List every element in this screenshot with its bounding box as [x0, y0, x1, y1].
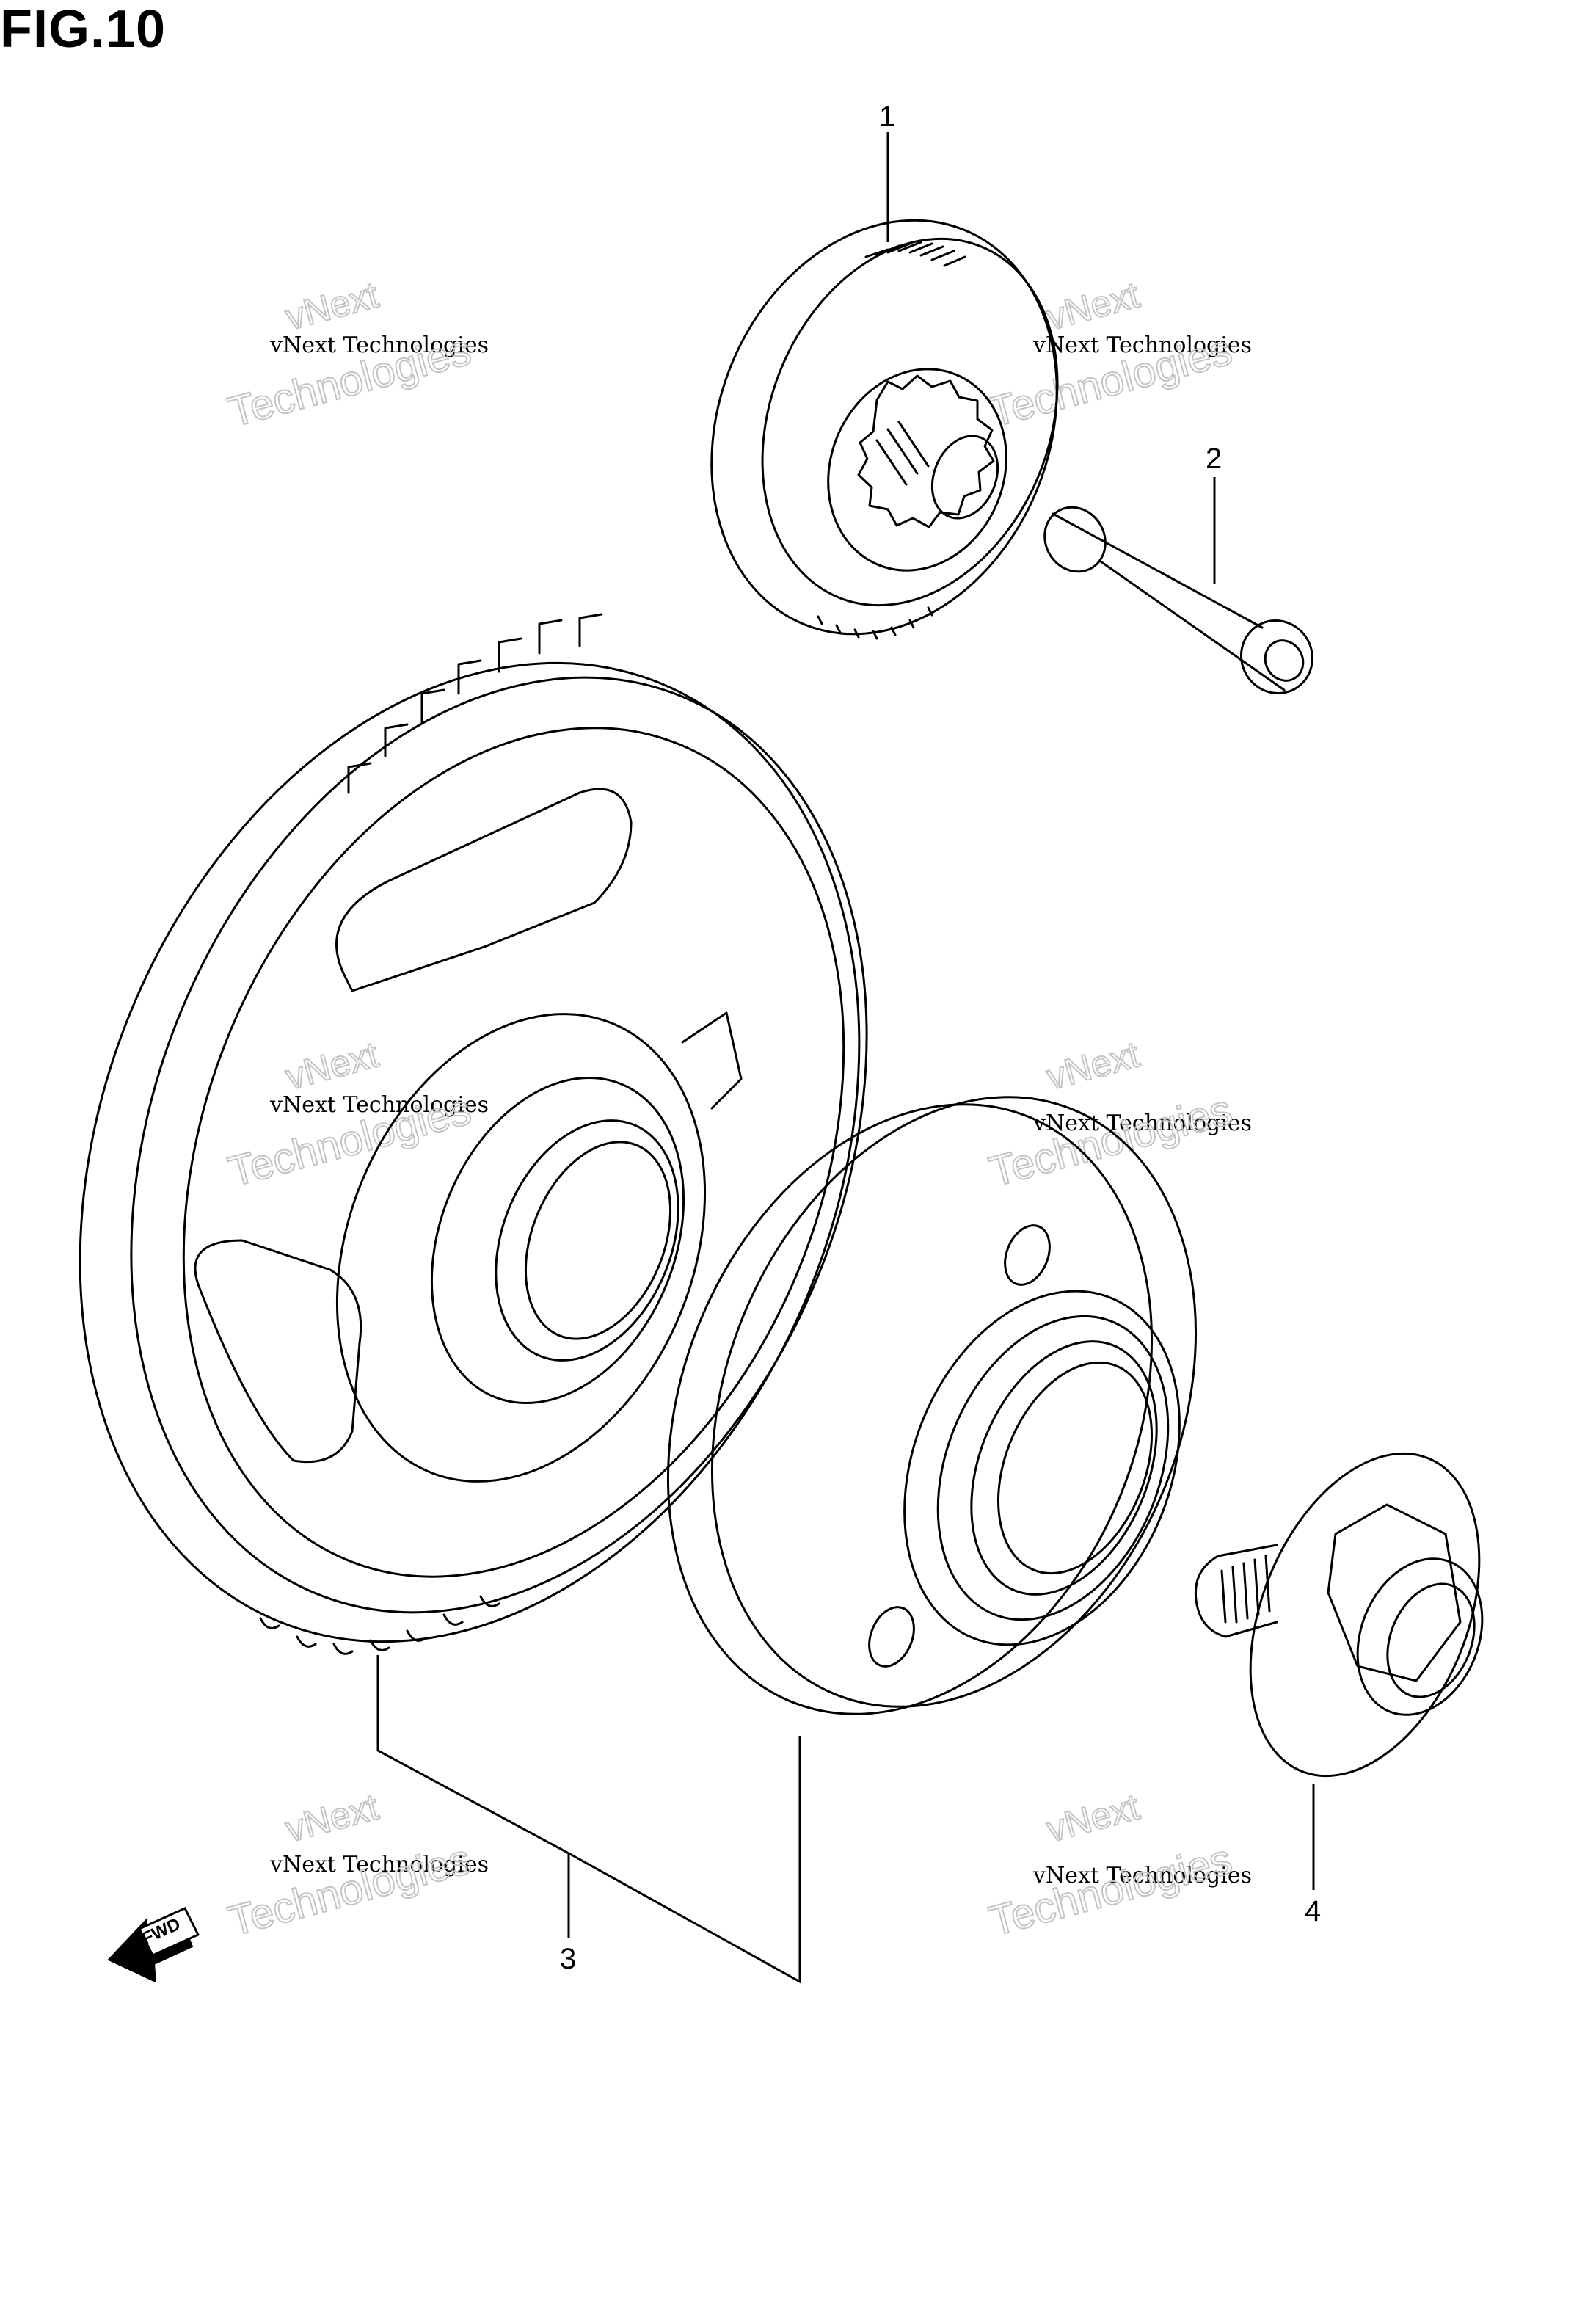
svg-text:vNext Technologies: vNext Technologies [269, 332, 489, 358]
callout-2: 2 [1206, 443, 1222, 475]
part-3-clutch-housing[interactable] [580, 1024, 1283, 1787]
svg-text:vNext: vNext [1042, 1786, 1143, 1850]
svg-text:vNext: vNext [1042, 1033, 1143, 1097]
part-1-idle-gear[interactable] [652, 168, 1118, 686]
callout-1: 1 [879, 101, 895, 133]
part-2-shaft[interactable] [1033, 496, 1326, 706]
part-4-bolt[interactable] [1194, 1419, 1523, 1809]
callout-4: 4 [1305, 1895, 1321, 1927]
watermark-top-left: vNext vNext Technologies Technologies [223, 273, 489, 437]
part-3-driven-gear[interactable] [0, 545, 1000, 1759]
svg-text:vNext: vNext [281, 274, 382, 338]
svg-text:Technologies: Technologies [985, 1835, 1237, 1945]
svg-text:vNext Technologies: vNext Technologies [269, 1092, 489, 1118]
svg-text:vNext Technologies: vNext Technologies [1032, 332, 1252, 358]
watermark-bottom-left: vNext vNext Technologies Technologies [223, 1785, 489, 1946]
svg-text:vNext Technologies: vNext Technologies [1032, 1863, 1252, 1889]
figure-title: FIG.10 [0, 0, 167, 59]
svg-text:Technologies: Technologies [985, 1086, 1237, 1196]
watermark-bottom-right: vNext vNext Technologies Technologies [984, 1785, 1252, 1946]
svg-text:vNext: vNext [281, 1033, 382, 1097]
leader-lines [376, 132, 1315, 1984]
fwd-arrow-icon: FWD [107, 1907, 200, 1983]
svg-text:vNext Technologies: vNext Technologies [1032, 1110, 1252, 1136]
svg-text:vNext: vNext [281, 1786, 382, 1850]
svg-text:vNext: vNext [1042, 274, 1143, 338]
watermark-top-right: vNext vNext Technologies Technologies [984, 273, 1252, 437]
svg-text:vNext Technologies: vNext Technologies [269, 1852, 489, 1877]
callout-3: 3 [560, 1943, 576, 1975]
watermark-mid-left: vNext vNext Technologies Technologies [223, 1033, 489, 1196]
